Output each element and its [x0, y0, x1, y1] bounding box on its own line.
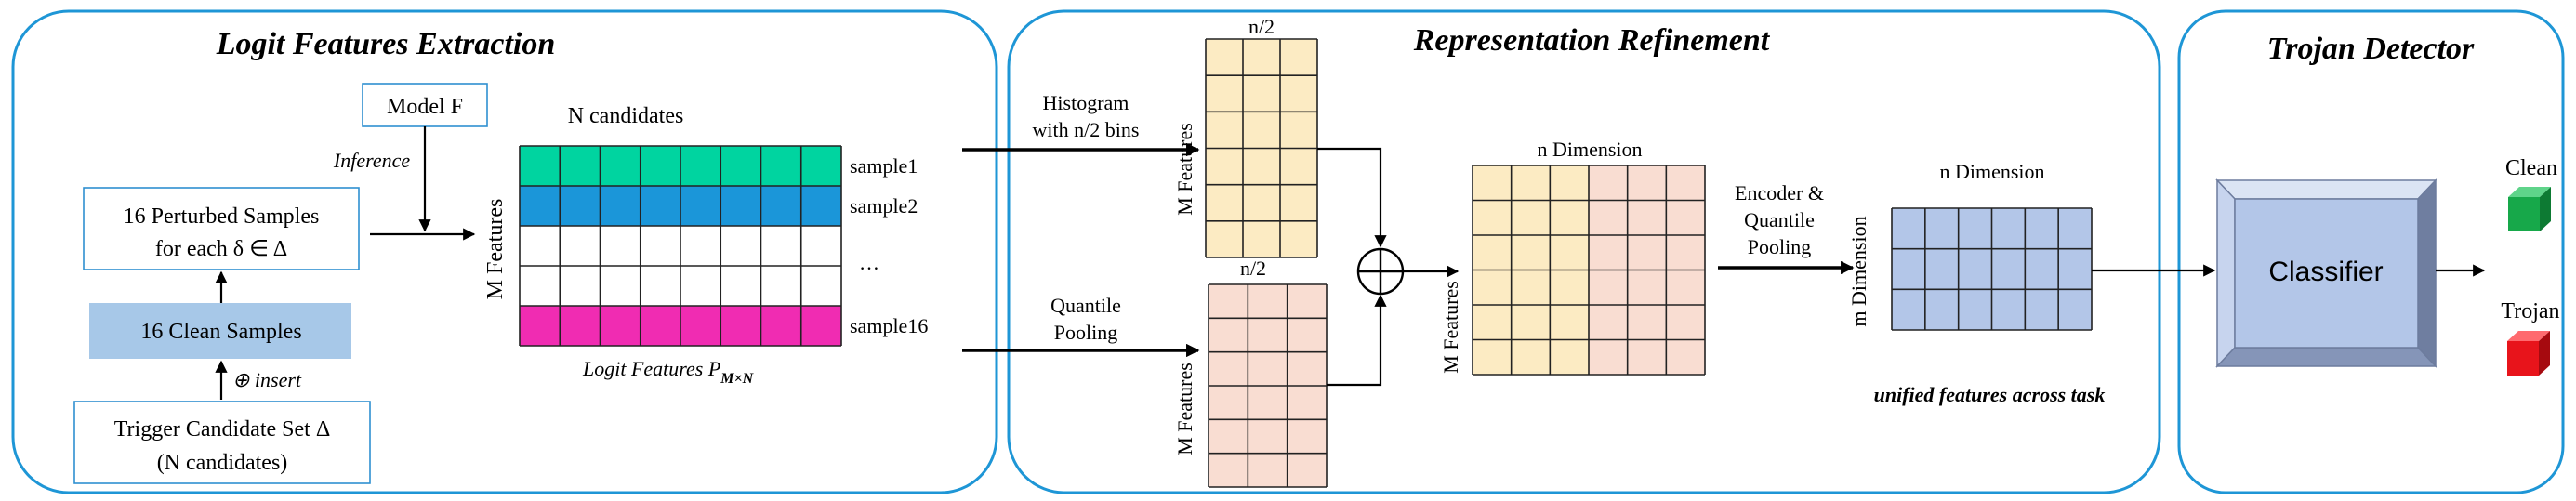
logit-caption-main: Logit Features P — [582, 357, 720, 380]
perturbed-samples-box — [83, 187, 360, 270]
n-dimension-label: n Dimension — [1537, 138, 1642, 161]
perturbed-line1: 16 Perturbed Samples — [124, 204, 320, 229]
half-top-label: n/2 — [1248, 15, 1275, 38]
sample2-label: sample2 — [850, 194, 918, 218]
model-label: Model F — [387, 95, 463, 119]
extraction-title: Logit Features Extraction — [216, 27, 556, 61]
trojan-label: Trojan — [2501, 299, 2559, 323]
m-features-mid-label: M Features — [1439, 281, 1462, 374]
encoder-line3: Pooling — [1748, 235, 1811, 258]
classifier-block — [2215, 178, 2437, 368]
clean-label: Clean — [2505, 156, 2557, 180]
sample-ellipsis: … — [859, 251, 879, 274]
hist-to-concat-line — [1317, 147, 1387, 248]
concat-icon — [1356, 247, 1405, 296]
refinement-title: Representation Refinement — [1413, 23, 1771, 58]
unified-caption: unified features across task — [1874, 383, 2106, 406]
m-dimension-label: m Dimension — [1847, 216, 1870, 326]
clean-samples-label: 16 Clean Samples — [140, 320, 301, 344]
m-features-top-label: M Features — [1173, 123, 1196, 216]
sample16-label: sample16 — [850, 314, 928, 337]
histogram-grid — [1205, 38, 1318, 258]
quantile-grid — [1208, 283, 1328, 488]
unified-grid — [1891, 207, 2093, 331]
clean-cube-icon — [2508, 187, 2551, 231]
extraction-panel — [11, 9, 998, 494]
quantile-line2: Pooling — [1054, 321, 1117, 344]
classifier-label: Classifier — [2268, 257, 2383, 287]
half-bottom-label: n/2 — [1240, 257, 1266, 280]
detector-panel — [2177, 9, 2565, 494]
perturbed-line2: for each δ ∈ Δ — [155, 237, 287, 261]
quantile-line1: Quantile — [1050, 294, 1121, 317]
m-features-bottom-label: M Features — [1173, 363, 1196, 455]
merged-grid — [1472, 165, 1706, 376]
logit-caption: Logit Features PM×N — [582, 357, 755, 387]
insert-label: ⊕ insert — [232, 368, 302, 391]
refinement-panel — [1007, 9, 2161, 494]
trigger-set-box — [73, 401, 371, 484]
logit-caption-sub: M×N — [720, 371, 754, 387]
n-dimension-out-label: n Dimension — [1939, 160, 2044, 183]
sample1-label: sample1 — [850, 154, 918, 178]
inference-label: Inference — [333, 149, 410, 172]
encoder-line2: Quantile — [1744, 208, 1815, 231]
histogram-line1: Histogram — [1043, 91, 1129, 114]
logit-grid — [519, 145, 842, 347]
model-box — [362, 83, 488, 127]
trigger-line1: Trigger Candidate Set Δ — [114, 417, 331, 442]
quant-to-concat-line — [1327, 294, 1387, 387]
n-candidates-label: N candidates — [568, 104, 684, 128]
trigger-line2: (N candidates) — [157, 451, 288, 475]
clean-samples-box — [89, 303, 351, 359]
encoder-line1: Encoder & — [1735, 181, 1824, 204]
m-features-label: M Features — [483, 199, 508, 300]
histogram-line2: with n/2 bins — [1033, 118, 1140, 141]
trojan-cube-icon — [2507, 331, 2550, 376]
detector-title: Trojan Detector — [2267, 32, 2475, 66]
